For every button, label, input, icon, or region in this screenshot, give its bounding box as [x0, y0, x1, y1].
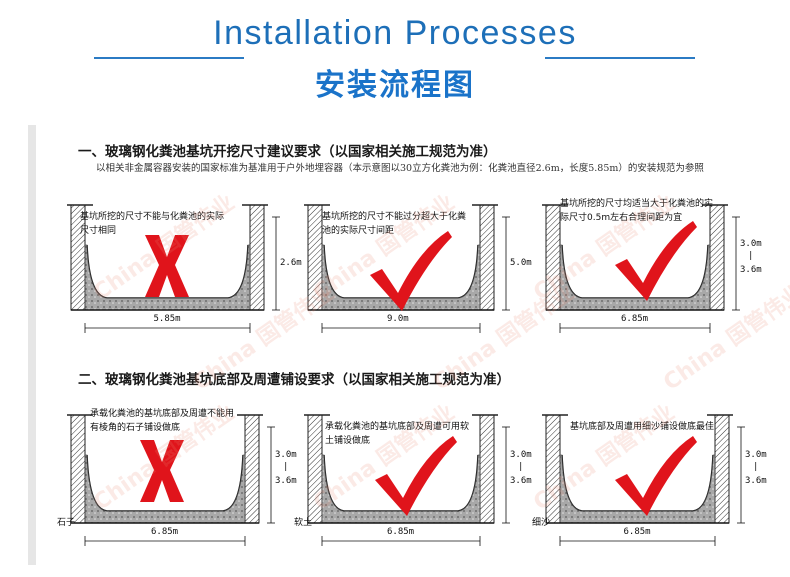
height-dimension-bottom-label: 3.6m — [745, 476, 767, 486]
height-dimension-bottom-label: 3.6m — [740, 264, 762, 275]
diagram-panel-4: 承载化粪池的基坑底部及周遭不能用有棱角的石子铺设做底 6.85m 3.0m | 3.6m… — [57, 395, 297, 565]
height-range-separator: | — [748, 250, 754, 261]
pit-bedding — [321, 244, 481, 311]
height-dimension-bottom-label: 3.6m — [510, 476, 532, 486]
pit-wall-right — [479, 204, 495, 311]
pit-bedding — [559, 454, 716, 524]
check-mark-icon — [370, 231, 452, 311]
pit-bedding — [321, 454, 481, 524]
panel-caption: 基坑所挖的尺寸不能与化粪池的实际尺寸相同 — [80, 212, 225, 236]
panel-caption: 承载化粪池的基坑底部及周遭可用软土铺设做底 — [325, 422, 470, 446]
height-dimension-top-label: 3.0m — [745, 450, 767, 460]
left-accent-bar — [28, 125, 36, 565]
section2-heading: 二、玻璃钢化粪池基坑底部及周遭铺设要求（以国家相关施工规范为准） — [78, 372, 510, 388]
height-dimension-bottom-label: 3.6m — [275, 476, 297, 486]
diagram-panel-6: 基坑底部及周遭用细沙铺设做底最佳 6.85m 3.0m | 3.6m 细沙 — [532, 395, 767, 565]
pit-diagram — [67, 414, 275, 546]
pit-diagram — [304, 204, 510, 333]
panel-caption: 基坑所挖的尺寸不能过分超大于化粪池的实际尺寸间距 — [322, 212, 467, 236]
pit-diagram — [542, 414, 745, 546]
height-range-separator: | — [753, 462, 759, 472]
width-dimension-label: 6.85m — [385, 527, 417, 537]
pit-wall-left — [545, 204, 561, 311]
cross-mark-icon — [140, 440, 184, 502]
title-chinese: 安装流程图 — [315, 68, 475, 103]
pit-wall-right — [249, 204, 265, 311]
panel-caption: 基坑底部及周遭用细沙铺设做底最佳 — [570, 422, 715, 432]
width-dimension-label: 6.85m — [149, 527, 181, 537]
title-underline-right — [545, 57, 695, 59]
check-mark-icon — [375, 436, 457, 516]
pit-wall-left — [545, 414, 561, 524]
pit-wall-left — [307, 204, 323, 311]
height-range-separator: | — [283, 462, 289, 472]
height-dimension-top-label: 3.0m — [510, 450, 532, 460]
bedding-material-label: 细沙 — [532, 518, 551, 528]
diagram-panel-1: 基坑所挖的尺寸不能与化粪池的实际尺寸相同 5.85m 2.6m — [60, 185, 302, 350]
diagram-panel-5: 承载化粪池的基坑底部及周遭可用软土铺设做底 6.85m 3.0m | 3.6m 软土 — [294, 395, 532, 565]
cross-mark-icon — [145, 235, 189, 297]
pit-diagram — [304, 414, 510, 546]
height-dimension-top-label: 3.0m — [275, 450, 297, 460]
pit-bedding — [84, 454, 246, 524]
pit-diagram — [67, 204, 280, 333]
height-dimension-label: 2.6m — [280, 257, 302, 268]
pit-diagram — [542, 204, 740, 333]
pit-bedding — [84, 244, 251, 311]
bedding-material-label: 石子 — [57, 518, 76, 528]
width-dimension-label: 5.85m — [151, 314, 183, 324]
check-mark-icon — [615, 436, 697, 516]
width-dimension-label: 9.0m — [385, 314, 411, 324]
panel-caption: 承载化粪池的基坑底部及周遭不能用有棱角的石子铺设做底 — [90, 409, 235, 433]
check-mark-icon — [615, 221, 697, 301]
height-dimension-label: 5.0m — [510, 257, 532, 268]
title-english: Installation Processes — [213, 14, 577, 52]
diagram-panel-3: 基坑所挖的尺寸均适当大于化粪池的实际尺寸0.5m左右合理间距为宜 6.85m 3.0… — [540, 185, 762, 350]
pit-bedding — [559, 244, 711, 311]
width-dimension-label: 6.85m — [619, 314, 651, 324]
pit-wall-left — [307, 414, 323, 524]
pit-wall-right — [244, 414, 260, 524]
height-dimension-top-label: 3.0m — [740, 238, 762, 249]
pit-wall-left — [70, 414, 86, 524]
panel-caption: 基坑所挖的尺寸均适当大于化粪池的实际尺寸0.5m左右合理间距为宜 — [560, 199, 714, 223]
diagram-panel-2: 基坑所挖的尺寸不能过分超大于化粪池的实际尺寸间距 9.0m 5.0m — [300, 185, 532, 350]
height-range-separator: | — [518, 462, 524, 472]
title-underline-left — [94, 57, 244, 59]
bedding-material-label: 软土 — [294, 518, 313, 528]
section1-heading: 一、玻璃钢化粪池基坑开挖尺寸建议要求（以国家相关施工规范为准） — [78, 144, 497, 160]
width-dimension-label: 6.85m — [621, 527, 653, 537]
pit-wall-right — [479, 414, 495, 524]
section1-note: 以相关非金属容器安装的国家标准为基准用于户外地埋容器（本示意图以30立方化粪池为… — [96, 163, 704, 174]
